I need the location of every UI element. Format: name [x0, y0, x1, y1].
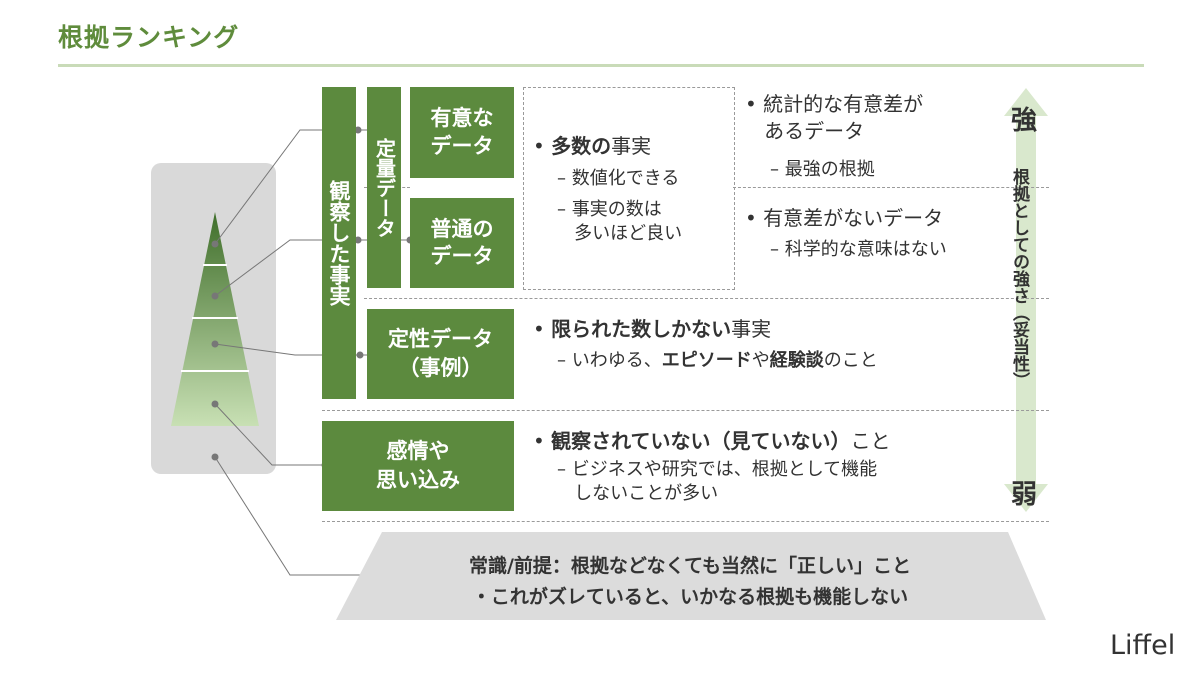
quant-sub-1: – 数値化できる	[557, 168, 680, 189]
connector-significant	[214, 129, 325, 245]
common-sense-trapezoid	[336, 532, 1046, 620]
ordinary-data-box: 普通の データ	[410, 198, 514, 288]
qual-sub-a: – いわゆる、	[557, 350, 662, 371]
quant-heading-strong: 多数の	[551, 134, 612, 158]
quant-heading: • 多数の事実	[533, 134, 652, 158]
divider-feelings-bottom	[322, 521, 1049, 522]
scale-weak-label: 弱	[1011, 480, 1038, 510]
dot-5	[211, 453, 219, 461]
qual-sub-experience: 経験談	[769, 350, 824, 371]
ordinary-sub: – 科学的な意味はない	[770, 239, 947, 260]
significant-data-box: 有意な データ	[410, 87, 514, 178]
qualitative-data-box: 定性データ （事例）	[367, 309, 514, 399]
qual-sub-e: のこと	[823, 350, 878, 371]
qual-heading-strong: 限られた数しかない	[551, 317, 732, 341]
observed-facts-box: 観察した事実	[322, 87, 356, 399]
feel-heading-rest: こと	[850, 429, 891, 453]
common-sense-line-2: ・これがズレていると、いかなる根拠も機能しない	[471, 586, 909, 608]
qual-heading: • 限られた数しかない事実	[533, 317, 772, 341]
dot-6	[354, 126, 362, 134]
qual-sub-episode: エピソード	[661, 350, 752, 371]
title-underline	[58, 64, 1144, 67]
liffel-logo: Liffel	[1110, 630, 1176, 661]
dot-1	[211, 240, 219, 248]
connector-feelings	[214, 403, 325, 466]
connector-qualitative	[214, 343, 330, 356]
qual-sub-c: や	[751, 350, 770, 371]
common-sense-line-1: 常識/前提：根拠などなくても当然に「正しい」こと	[468, 555, 912, 577]
quantitative-label: 定量データ	[372, 137, 397, 238]
dot-2	[211, 292, 219, 300]
quant-desc-frame	[523, 87, 735, 290]
divider-qual-feelings	[322, 410, 1049, 411]
feel-heading: • 観察されていない（見ていない）こと	[533, 429, 891, 453]
observed-facts-label: 観察した事実	[327, 180, 352, 306]
ordinary-bullet: • 有意差がないデータ	[745, 206, 944, 230]
dot-4	[211, 400, 219, 408]
dot-3	[211, 340, 219, 348]
significant-sub: – 最強の根拠	[770, 159, 875, 180]
significant-bullet: • 統計的な有意差が あるデータ	[745, 92, 924, 143]
quant-heading-rest: 事実	[611, 134, 652, 158]
divider-significant-ordinary	[733, 187, 1049, 188]
quant-sub-2: – 事実の数は 多いほど良い	[557, 199, 683, 245]
strength-arrow	[1004, 88, 1048, 512]
connector-ordinary	[214, 239, 325, 297]
quantitative-box: 定量データ	[367, 87, 401, 288]
scale-strong-label: 強	[1011, 106, 1038, 136]
connector-common-sense	[214, 456, 365, 576]
dot-8	[356, 351, 364, 359]
dot-7	[354, 236, 362, 244]
qual-heading-rest: 事実	[731, 317, 772, 341]
feelings-box: 感情や 思い込み	[322, 421, 514, 511]
scale-axis-label: 根拠としての強さ（妥当性）	[1009, 168, 1029, 389]
feel-heading-strong: 観察されていない（見ていない）	[551, 429, 851, 453]
divider-quant-qual	[364, 298, 1049, 299]
qual-sub: – いわゆる、エピソードや経験談のこと	[557, 346, 878, 372]
feel-sub: – ビジネスや研究では、根拠として機能 しないことが多い	[557, 459, 878, 505]
page-title: 根拠ランキング	[58, 23, 240, 52]
